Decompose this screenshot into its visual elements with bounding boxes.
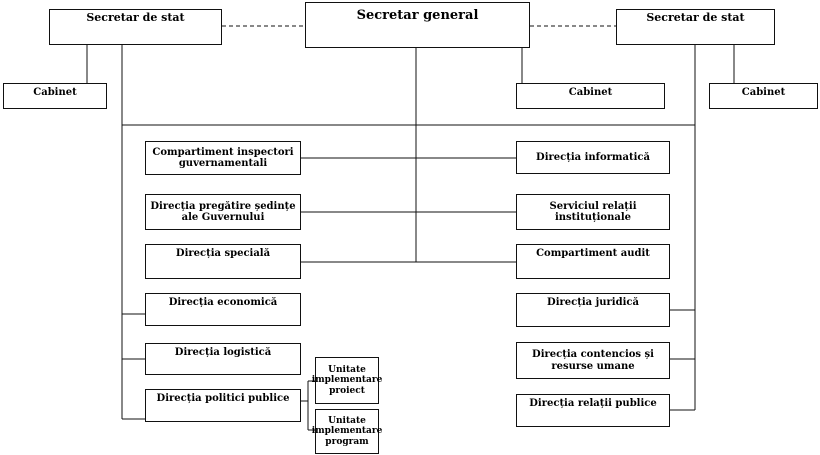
unit-directia-contencios: Direcția contencios și resurse umane [516, 342, 670, 379]
cabinet-left-box: Cabinet [3, 83, 107, 109]
cabinet-middle-box: Cabinet [516, 83, 665, 109]
unit-implementare-program: Unitate implementare program [312, 409, 382, 454]
cabinet-right-box: Cabinet [709, 83, 818, 109]
unit-directia-speciala: Direcția specială [145, 244, 301, 279]
secretar-stat-left-box: Secretar de stat [49, 9, 222, 45]
unit-directia-politici-publice: Direcția politici publice [145, 389, 301, 422]
unit-compartiment-inspectori: Compartiment inspectori guvernamentali [145, 141, 301, 175]
secretar-stat-right-box: Secretar de stat [616, 9, 775, 45]
unit-serviciul-relatii-institutionale: Serviciul relații instituționale [516, 194, 670, 230]
unit-directia-juridica: Direcția juridică [516, 293, 670, 327]
unit-directia-relatii-publice: Direcția relații publice [516, 394, 670, 427]
unit-compartiment-audit: Compartiment audit [516, 244, 670, 279]
unit-directia-logistica: Direcția logistică [145, 343, 301, 375]
unit-directia-economica: Direcția economică [145, 293, 301, 326]
unit-directia-informatica: Direcția informatică [516, 141, 670, 174]
unit-implementare-proiect: Unitate implementare proiect [312, 357, 382, 404]
secretar-general-box: Secretar general [305, 2, 530, 48]
unit-directia-pregatire: Direcția pregătire ședințe ale Guvernulu… [145, 194, 301, 230]
